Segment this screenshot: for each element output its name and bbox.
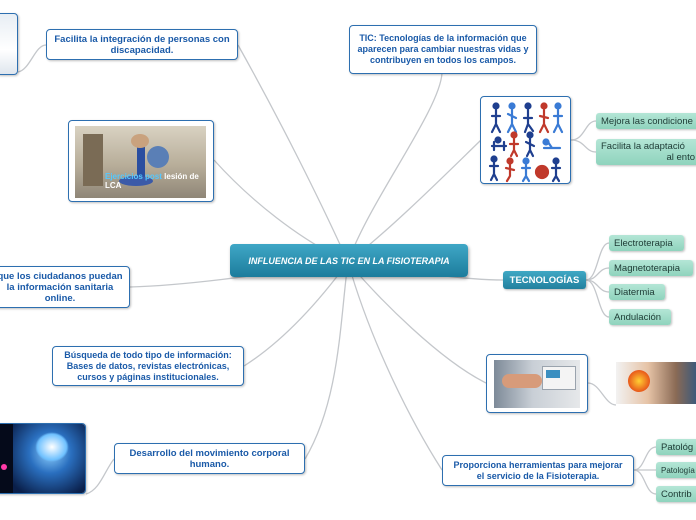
physio-figures-icon <box>488 102 564 183</box>
leaf-andulacion[interactable]: Andulación <box>609 309 671 325</box>
leaf-facilita-line1: Facilita la adaptació <box>601 141 685 152</box>
link-tic <box>347 72 443 263</box>
gym-caption: Ejercicios post lesión de LCA <box>105 172 199 190</box>
leaf-contrib[interactable]: Contrib <box>656 486 696 502</box>
leaf-diatermia[interactable]: Diatermia <box>609 284 665 300</box>
node-tecnologias[interactable]: TECNOLOGÍAS <box>503 271 586 289</box>
image-brain[interactable] <box>0 423 86 494</box>
node-proporciona[interactable]: Proporciona herramientas para mejorar el… <box>442 455 634 486</box>
central-topic[interactable]: INFLUENCIA DE LAS TIC EN LA FISIOTERAPIA <box>230 244 468 277</box>
node-ciudadanos[interactable]: que los ciudadanos puedan la información… <box>0 266 130 308</box>
leaf-electroterapia[interactable]: Electroterapia <box>609 235 684 251</box>
image-gym-exercise[interactable]: Ejercicios post lesión de LCA <box>68 120 214 202</box>
image-therapy-partial <box>616 362 696 404</box>
node-tic[interactable]: TIC: Tecnologías de la información que a… <box>349 25 537 74</box>
node-integracion[interactable]: Facilita la integración de personas con … <box>46 29 238 60</box>
gym-photo: Ejercicios post lesión de LCA <box>75 126 206 198</box>
leaf-facilita-line2: al ento <box>666 152 695 163</box>
node-busqueda[interactable]: Búsqueda de todo tipo de información: Ba… <box>52 346 244 386</box>
image-treatment[interactable] <box>486 354 588 413</box>
leaf-patolog-2[interactable]: Patología <box>656 462 696 478</box>
link-desarrollo <box>304 261 349 460</box>
brain-photo <box>0 424 85 493</box>
leaf-mejora[interactable]: Mejora las condicione <box>596 113 696 129</box>
leaf-patolog-1[interactable]: Patológ <box>656 439 696 455</box>
link-busqueda <box>243 261 349 367</box>
image-physio-icons[interactable] <box>480 96 571 184</box>
link-proporciona <box>347 261 443 471</box>
photo-room-partial <box>0 13 18 75</box>
leaf-magnetoterapia[interactable]: Magnetoterapia <box>609 260 693 276</box>
treatment-photo <box>494 360 580 408</box>
link-integracion <box>237 44 349 263</box>
leaf-facilita[interactable]: Facilita la adaptació al ento <box>596 139 696 165</box>
node-desarrollo[interactable]: Desarrollo del movimiento corporal human… <box>114 443 305 474</box>
